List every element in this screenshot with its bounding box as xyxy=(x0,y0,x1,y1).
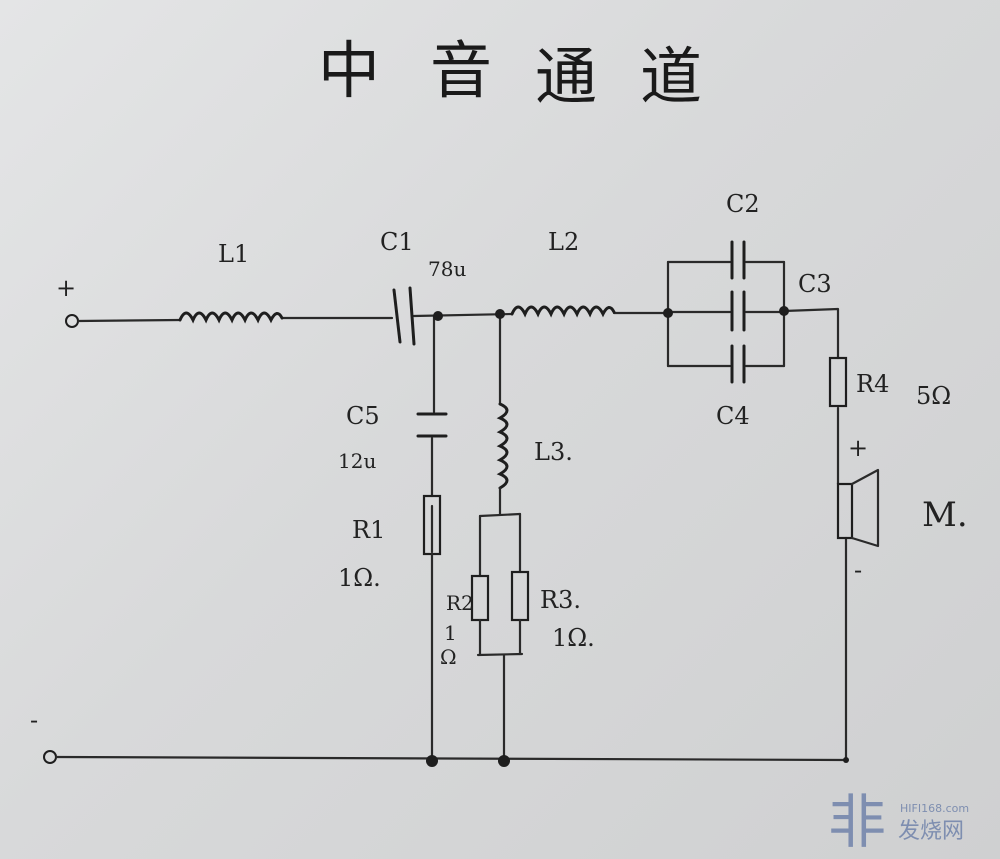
inductor-L1: L1 xyxy=(178,240,284,324)
resistor-R2-body xyxy=(470,574,490,622)
speaker-M: + - M. xyxy=(836,434,968,584)
speaker-label: M. xyxy=(922,495,968,535)
resistor-R4: R4 5Ω xyxy=(828,356,951,410)
C4-label: C4 xyxy=(716,402,750,430)
C1-value: 78u xyxy=(428,257,466,281)
input-positive-terminal: + xyxy=(56,274,79,328)
C5-value: 12u xyxy=(338,449,376,473)
L3-label: L3. xyxy=(534,438,573,466)
capacitor-C1: C1 78u xyxy=(380,228,466,346)
title-char-1: 中 xyxy=(318,34,380,107)
C5-label: C5 xyxy=(346,402,380,430)
watermark: 非 HIFI168.com 发烧网 xyxy=(828,788,969,856)
speaker-minus-label: - xyxy=(854,556,862,584)
R2-label: R2 xyxy=(446,591,474,615)
minus-input-label: - xyxy=(30,706,38,734)
watermark-url: HIFI168.com xyxy=(900,802,969,815)
junction-dots xyxy=(426,306,849,767)
R3-value: 1Ω. xyxy=(552,624,595,652)
diagram-title: 中 音 通 道 xyxy=(318,34,702,113)
R3-label: R3. xyxy=(540,586,581,614)
resistor-R3-body xyxy=(510,570,530,622)
title-char-3: 通 xyxy=(535,40,597,113)
R1-label: R1 xyxy=(352,516,385,544)
R1-value: 1Ω. xyxy=(338,564,381,592)
R2-value-2: Ω xyxy=(440,645,457,669)
input-negative-terminal: - xyxy=(30,706,57,764)
capacitor-bank-C2-C3-C4: C2 C3 C4 xyxy=(666,190,832,430)
R4-label: R4 xyxy=(856,370,889,398)
L1-label: L1 xyxy=(218,240,249,268)
title-char-4: 道 xyxy=(640,40,702,113)
plus-input-label: + xyxy=(56,274,76,302)
watermark-name: 发烧网 xyxy=(898,819,964,844)
R2-value-1: 1 xyxy=(444,621,457,645)
branch-L3-R2-R3: L3. R2 1 Ω R3. 1Ω. xyxy=(440,312,595,762)
title-char-2: 音 xyxy=(430,34,492,107)
watermark-mark: 非 xyxy=(828,788,886,856)
branch-C5-R1: C5 12u R1 1Ω. xyxy=(338,314,448,762)
C1-label: C1 xyxy=(380,228,414,256)
inductor-L2: L2 xyxy=(510,228,616,318)
C2-label: C2 xyxy=(726,190,760,218)
C3-label: C3 xyxy=(798,270,832,298)
speaker-plus-label: + xyxy=(848,434,868,462)
top-wires xyxy=(76,307,848,760)
R4-value: 5Ω xyxy=(916,382,951,410)
ground-wire xyxy=(54,755,848,762)
L2-label: L2 xyxy=(548,228,579,256)
